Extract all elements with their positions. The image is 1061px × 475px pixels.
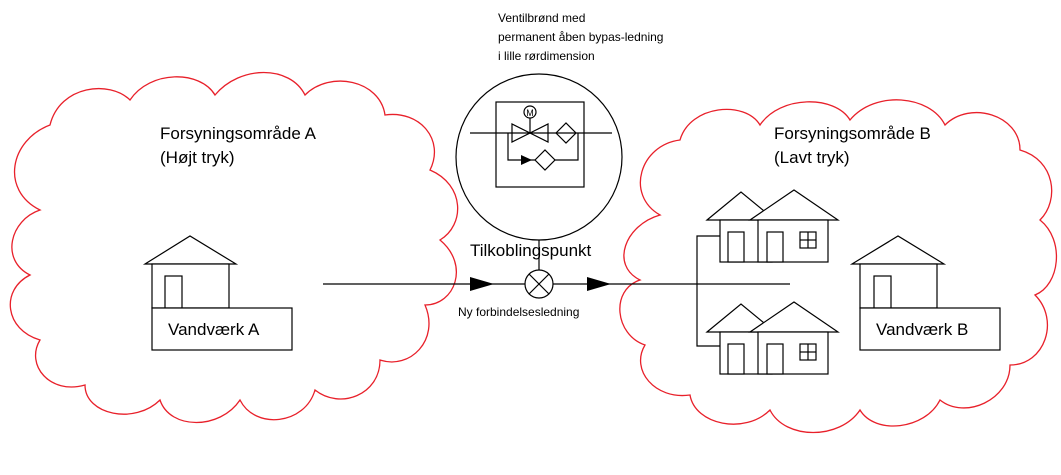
connection-point-label: Tilkoblingspunkt: [470, 241, 592, 260]
valve-chamber-caption-3: i lille rørdimension: [498, 49, 595, 63]
motor-valve-left: [511, 123, 532, 143]
connection-point-cross-2: [528, 273, 550, 295]
waterworks-b-box: [859, 307, 1001, 351]
motor-mark: M: [526, 108, 534, 118]
area-b-subtitle: (Lavt tryk): [774, 148, 850, 167]
waterworks-b-label: Vandværk B: [876, 320, 968, 339]
main-filter-diamond: [555, 122, 577, 144]
waterworks-a-label: Vandværk A: [168, 320, 260, 339]
valve-chamber-box: [495, 101, 585, 188]
bypass-filter-diamond: [534, 149, 556, 171]
new-connection-label: Ny forbindelsesledning: [458, 305, 579, 319]
area-a-title: Forsyningsområde A: [160, 124, 317, 143]
supply-area-a-cloud: [9, 71, 459, 423]
area-a-subtitle: (Højt tryk): [160, 148, 235, 167]
houses-lower-icon: [705, 301, 840, 375]
motor-valve-right: [528, 123, 549, 143]
valve-chamber-caption-2: permanent åben bypas-ledning: [498, 30, 663, 44]
waterworks-a-box: [151, 307, 293, 351]
waterworks-b-house-icon: [849, 235, 947, 309]
flow-arrow-right: [587, 277, 611, 291]
houses-upper-icon: [705, 189, 840, 263]
valve-chamber-caption-1: Ventilbrønd med: [498, 11, 585, 25]
waterworks-a-house-icon: [142, 235, 239, 309]
flow-arrow-left: [470, 277, 494, 291]
area-b-title: Forsyningsområde B: [774, 124, 931, 143]
bypass-arrow: [521, 155, 532, 165]
branch-pipe: [696, 235, 720, 347]
supply-area-b-cloud: [619, 99, 1058, 434]
motor-icon: [523, 105, 537, 119]
